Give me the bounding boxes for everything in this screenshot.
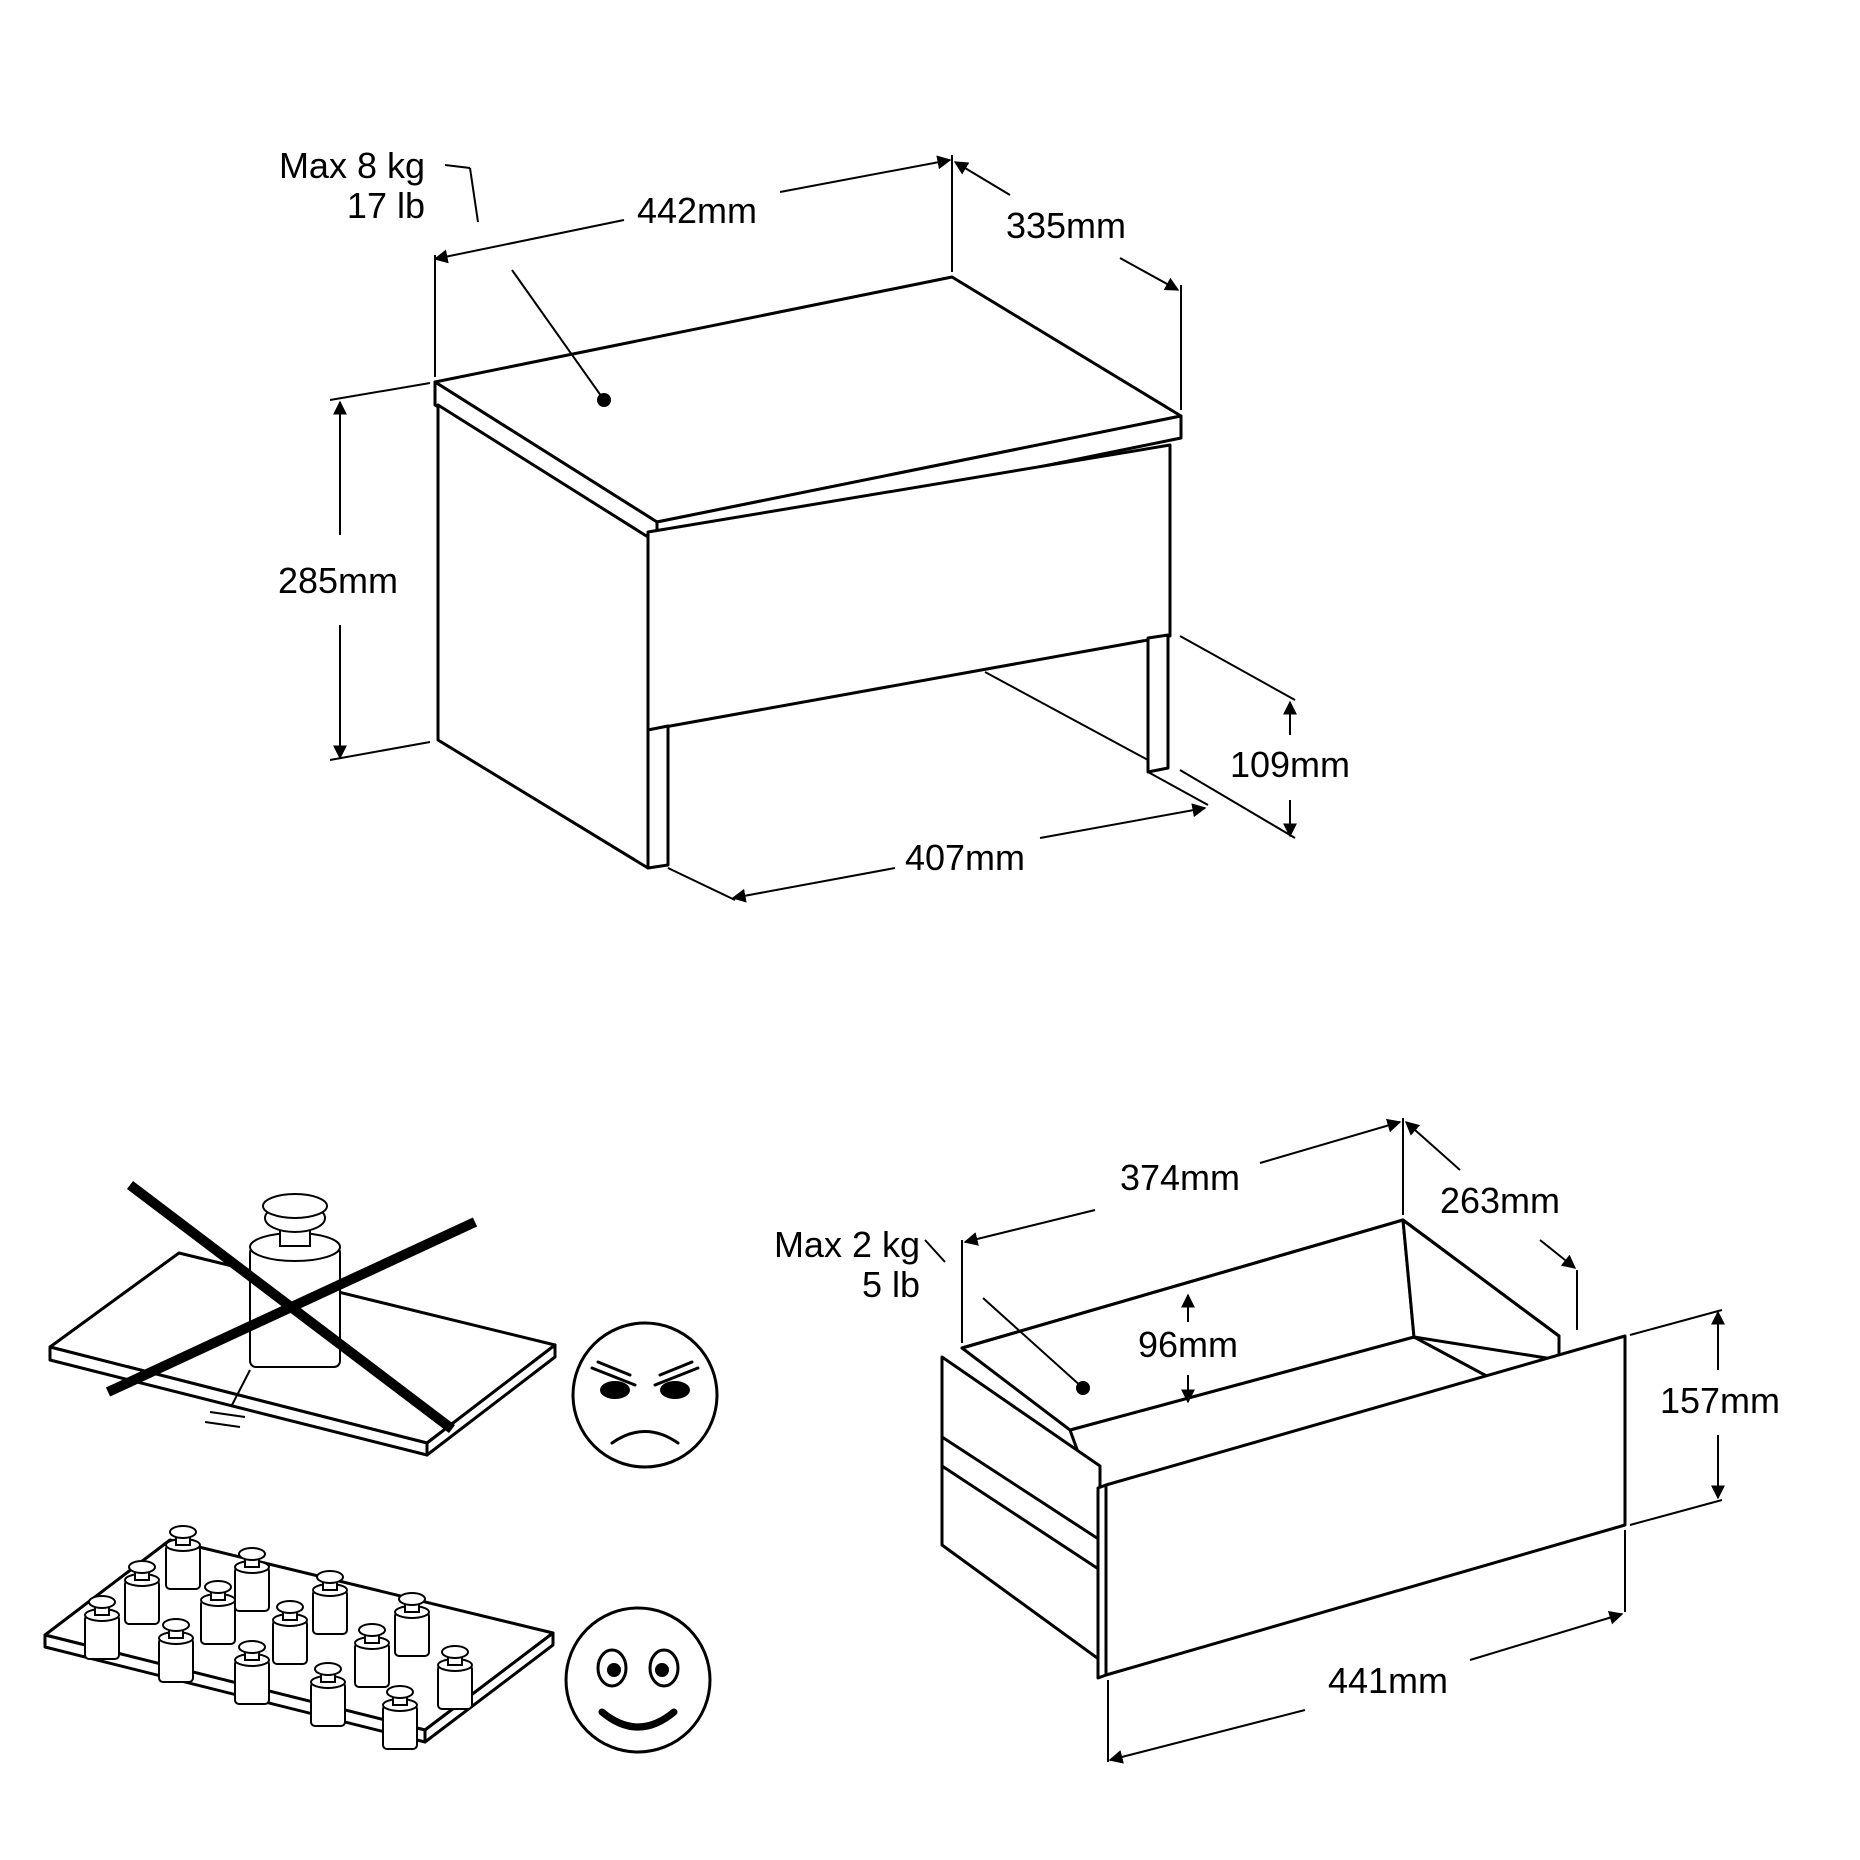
weight-icon [382,1685,418,1750]
nightstand-load-kg-label: Max 8 kg [279,145,425,186]
weight-icon [394,1592,430,1657]
drawer-drawing: Max 2 kg 5 lb 374mm 263mm 96mm 157mm 441… [774,1118,1780,1764]
nightstand-base-width-label: 407mm [905,837,1025,878]
nightstand-leg-height-label: 109mm [1230,744,1350,785]
weight-icon [234,1640,270,1705]
drawer-front-width-label: 441mm [1328,1660,1448,1701]
nightstand-width-label: 442mm [637,190,757,231]
weight-icon [437,1645,473,1710]
nightstand-leg-right [1146,633,1170,774]
drawer-right-side [1401,1218,1561,1362]
weight-icon [310,1662,346,1727]
nightstand-drawer-front [646,443,1172,732]
drawer-inner-width-label: 374mm [1120,1157,1240,1198]
distributed-weights-icon [43,1525,555,1750]
happy-face-icon [564,1606,712,1754]
weight-icon [165,1525,201,1590]
weight-on-point-crossed-icon [48,1181,557,1457]
nightstand-height-label: 285mm [278,560,398,601]
weight-icon [124,1560,160,1625]
weight-icon [272,1600,308,1665]
drawer-front-height-label: 157mm [1660,1380,1780,1421]
drawer-load-kg-label: Max 2 kg [774,1224,920,1265]
weight-icon [312,1570,348,1635]
weight-icon [158,1618,194,1683]
nightstand-drawing: Max 8 kg 17 lb 442mm 335mm 285mm 109mm 4… [278,145,1350,903]
weight-icon [200,1580,236,1645]
weight-icon [234,1547,270,1612]
drawer-depth-label: 263mm [1440,1180,1560,1221]
drawer-inner-height-label: 96mm [1138,1324,1238,1365]
nightstand-leg-front [646,724,670,870]
weight-icon [84,1595,120,1660]
nightstand-load-lb-label: 17 lb [347,185,425,226]
nightstand-depth-label: 335mm [1006,205,1126,246]
weight-icon [354,1623,390,1688]
angry-face-icon [571,1321,719,1469]
drawer-load-lb-label: 5 lb [862,1264,920,1305]
